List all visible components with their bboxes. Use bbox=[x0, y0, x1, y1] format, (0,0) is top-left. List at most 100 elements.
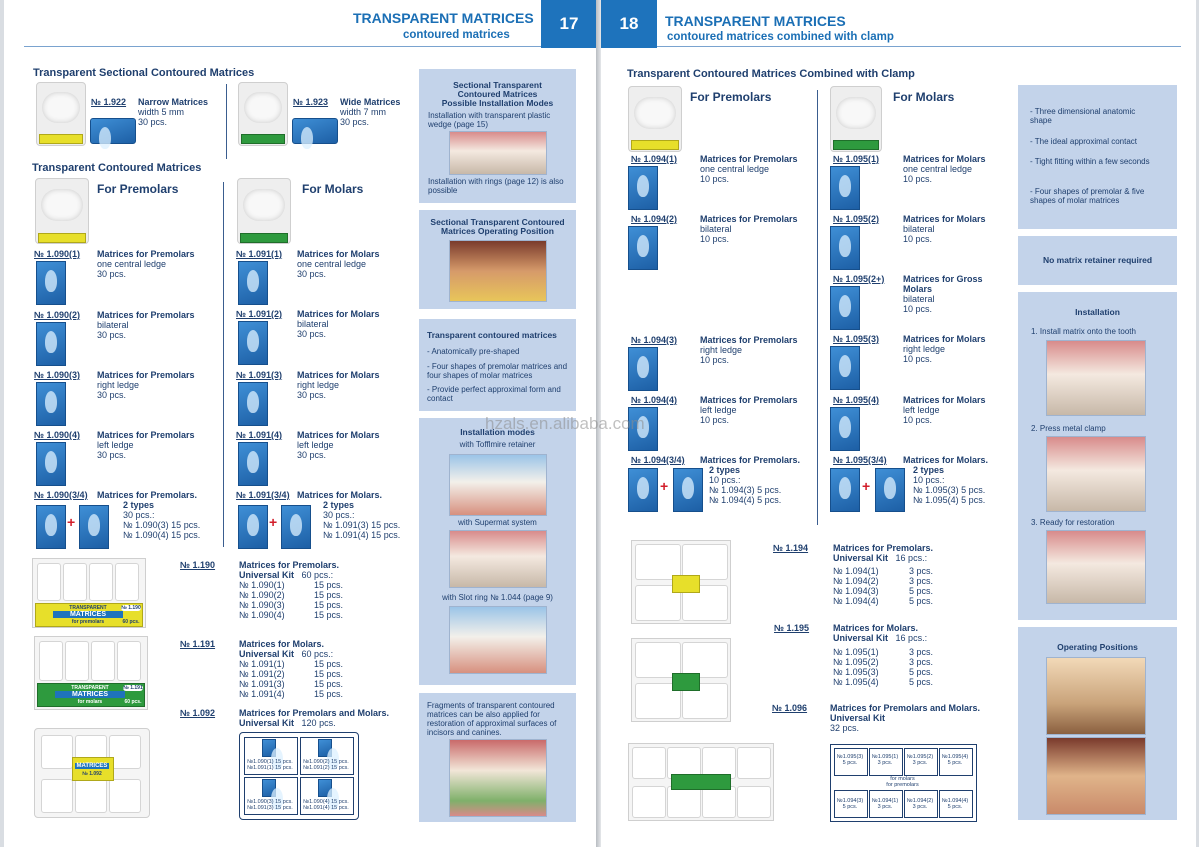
watermark: hzals.en.alibaba.com bbox=[485, 414, 645, 433]
code-1096: № 1.096 bbox=[772, 703, 808, 713]
matrix-clamp-image bbox=[830, 226, 860, 270]
tray-label bbox=[833, 140, 879, 150]
page-18-title: TRANSPARENT MATRICES bbox=[665, 13, 846, 29]
code-1095-1: № 1.095(1) bbox=[833, 154, 880, 164]
divider bbox=[817, 90, 818, 525]
matrix-image bbox=[36, 261, 66, 305]
matrix-clamp-image bbox=[830, 346, 860, 390]
matrix-image bbox=[238, 382, 268, 426]
kit-1195-lines: № 1.095(1)3 pcs. № 1.095(2)3 pcs. № 1.09… bbox=[833, 647, 934, 687]
wide-matrix-image bbox=[292, 118, 338, 149]
kit-1190-lines: № 1.090(1)15 pcs. № 1.090(2)15 pcs. № 1.… bbox=[239, 580, 344, 620]
combo-name: Matrices for Premolars. bbox=[700, 455, 801, 465]
fragments-panel: Fragments of transparent contoured matri… bbox=[419, 693, 576, 822]
kit-1191-image: TRANSPARENT CONTOURED MATRICES for molar… bbox=[34, 636, 148, 710]
operating-photo-2 bbox=[1046, 737, 1146, 815]
code-1090-2: № 1.090(2) bbox=[34, 310, 81, 320]
plus-icon: + bbox=[862, 478, 871, 494]
operating-photo-1 bbox=[1046, 657, 1146, 735]
premolar-tray-label bbox=[38, 233, 86, 243]
divider bbox=[226, 84, 227, 159]
installation-modes-panel: Installation modes with Tofflmire retain… bbox=[419, 418, 576, 685]
page-18-subtitle: contoured matrices combined with clamp bbox=[667, 31, 894, 43]
matrix-clamp-image bbox=[628, 347, 658, 391]
clamp-features-panel: - Three dimensional anatomic shape - The… bbox=[1018, 85, 1177, 229]
matrix-clamp-image bbox=[830, 407, 860, 451]
code-1090-3-4: № 1.090(3/4) bbox=[34, 490, 88, 500]
kit-1195-desc: Matrices for Molars.Universal Kit 16 pcs… bbox=[833, 623, 928, 643]
code-1092: № 1.092 bbox=[180, 708, 216, 718]
features-panel: Transparent contoured matrices - Anatomi… bbox=[419, 319, 576, 411]
matrix-clamp-image bbox=[628, 468, 658, 512]
code-1095-4: № 1.095(4) bbox=[833, 395, 880, 405]
for-premolars-heading: For Premolars bbox=[97, 182, 179, 196]
matrix-image bbox=[238, 505, 268, 549]
matrix-clamp-image bbox=[875, 468, 905, 512]
no-retainer-panel: No matrix retainer required bbox=[1018, 236, 1177, 285]
operating-position-panel: Sectional Transparent Contoured Matrices… bbox=[419, 210, 576, 309]
matrix-image bbox=[36, 505, 66, 549]
matrix-image bbox=[238, 261, 268, 305]
for-premolars-heading: For Premolars bbox=[690, 90, 772, 104]
code-1094-2: № 1.094(2) bbox=[631, 214, 678, 224]
narrow-matrix-label bbox=[39, 134, 83, 144]
page-gutter bbox=[596, 0, 601, 847]
for-molars-heading: For Molars bbox=[302, 182, 364, 196]
kit-1092-desc: Matrices for Premolars and Molars.Univer… bbox=[239, 708, 390, 728]
page-18: 18 TRANSPARENT MATRICES contoured matric… bbox=[601, 0, 1196, 847]
matrix-image bbox=[238, 442, 268, 486]
kit-1194-desc: Matrices for Premolars.Universal Kit 16 … bbox=[833, 543, 934, 563]
matrix-image bbox=[79, 505, 109, 549]
code-1095-3-4: № 1.095(3/4) bbox=[833, 455, 887, 465]
code-1922: № 1.922 bbox=[91, 97, 127, 107]
code-1094-1: № 1.094(1) bbox=[631, 154, 678, 164]
kit-1191-desc: Matrices for Molars.Universal Kit 60 pcs… bbox=[239, 639, 334, 659]
code-1091-2: № 1.091(2) bbox=[236, 309, 283, 319]
kit-1194-lines: № 1.094(1)3 pcs. № 1.094(2)3 pcs. № 1.09… bbox=[833, 566, 934, 606]
install-step-2-photo bbox=[1046, 436, 1146, 512]
divider bbox=[223, 182, 224, 547]
header-rule bbox=[657, 46, 1181, 47]
kit-1191-lines: № 1.091(1)15 pcs. № 1.091(2)15 pcs. № 1.… bbox=[239, 659, 344, 699]
combo-name: Matrices for Molars. bbox=[297, 490, 383, 500]
kit-1092-image: MATRICES № 1.092 bbox=[34, 728, 150, 818]
code-1091-4: № 1.091(4) bbox=[236, 430, 283, 440]
tray-label bbox=[631, 140, 679, 150]
code-1094-3: № 1.094(3) bbox=[631, 335, 678, 345]
tofflmire-photo bbox=[449, 454, 547, 516]
slot-ring-photo bbox=[449, 606, 547, 674]
combo-name: Matrices for Molars. bbox=[903, 455, 989, 465]
wedge-photo bbox=[449, 131, 547, 175]
molar-tray-label bbox=[240, 233, 288, 243]
code-1095-2: № 1.095(2) bbox=[833, 214, 880, 224]
code-1091-3-4: № 1.091(3/4) bbox=[236, 490, 290, 500]
installation-panel: Installation 1. Install matrix onto the … bbox=[1018, 292, 1177, 620]
page-17-number: 17 bbox=[541, 0, 596, 48]
code-1090-4: № 1.090(4) bbox=[34, 430, 81, 440]
matrix-image bbox=[36, 442, 66, 486]
matrix-clamp-image bbox=[628, 226, 658, 270]
code-1091-1: № 1.091(1) bbox=[236, 249, 283, 259]
code-1190: № 1.190 bbox=[180, 560, 216, 570]
combo-name: Matrices for Premolars. bbox=[97, 490, 198, 500]
supermat-photo bbox=[449, 530, 547, 588]
contoured-title: Transparent Contoured Matrices bbox=[32, 162, 202, 174]
